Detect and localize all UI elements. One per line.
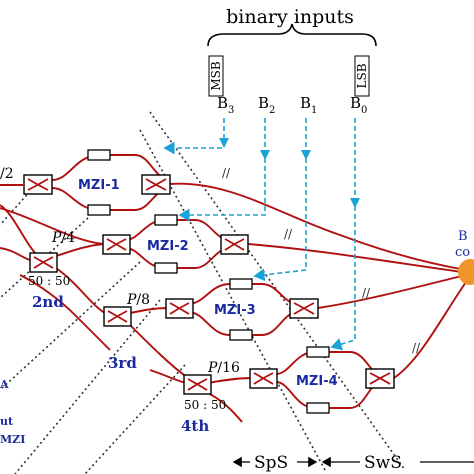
separator-3 <box>0 261 141 391</box>
combiner-label-mid: co <box>455 245 470 260</box>
left-edge-ut: ut <box>0 415 14 428</box>
coupler-mzi1-in <box>23 174 53 195</box>
msb-label: MSB <box>209 61 223 91</box>
coupler-mzi2-out <box>220 234 249 255</box>
break-mark-1: // <box>222 166 231 180</box>
phase-shifter-1-top <box>87 149 111 161</box>
control-line-b1 <box>253 118 307 282</box>
arrowhead-b3 <box>219 138 229 148</box>
fiber-mzi2-arm-bottom <box>124 247 231 269</box>
bit-b0: B0 <box>350 94 367 116</box>
mzi-4-label: MZI-4 <box>296 374 338 389</box>
fiber-feed-4 <box>207 377 253 384</box>
msb-box <box>208 55 224 97</box>
binary-inputs-label: binary inputs <box>226 6 354 28</box>
fiber-cascade-2-3 <box>55 267 109 316</box>
bit-b2: B2 <box>258 94 275 116</box>
control-line-b0 <box>330 118 356 351</box>
arrowhead-b0 <box>350 198 360 208</box>
coupler-ratio-stage4: 50 : 50 <box>184 398 226 412</box>
fiber-coupler2-out-top <box>55 243 104 257</box>
bit-b3: B3 <box>217 94 234 116</box>
coupler-mzi4-out <box>365 368 395 389</box>
fiber-coupler4-in <box>149 369 187 384</box>
separator-4 <box>14 299 161 474</box>
coupler-mzi3-out <box>289 298 319 319</box>
break-mark-3: // <box>362 286 371 300</box>
coupler-mzi3-in <box>165 298 194 319</box>
coupler-stage4 <box>183 374 212 395</box>
control-arrowheads <box>219 138 360 208</box>
separator-5 <box>84 364 186 474</box>
left-edge-mzi: MZI <box>0 433 25 446</box>
mzi-2-label: MZI-2 <box>147 239 189 254</box>
phase-shifter-4-bottom <box>306 402 330 414</box>
mzi-1-label: MZI-1 <box>78 178 120 193</box>
split-p2: /2 <box>0 166 14 182</box>
arrowhead-b2 <box>260 150 270 160</box>
split-p4: P/4 <box>51 230 75 246</box>
phase-shifter-2-top <box>154 214 178 226</box>
lsb-label: LSB <box>355 63 369 88</box>
split-p8: P/8 <box>126 292 150 308</box>
lsb-box <box>354 55 370 97</box>
combiner-node <box>458 259 474 285</box>
bit-b1: B1 <box>300 94 317 116</box>
phase-shifter-4-top <box>306 346 330 358</box>
sps-label: SpS <box>254 453 288 473</box>
break-mark-2: // <box>284 227 293 241</box>
fiber-cascade-3-4 <box>129 324 189 379</box>
combiner-label-top: B <box>458 229 468 244</box>
split-p16: P/16 <box>207 360 240 376</box>
phase-shifter-3-bottom <box>229 329 253 341</box>
fiber-mzi1-out <box>169 182 467 271</box>
stage-3rd: 3rd <box>108 354 137 372</box>
fiber-mzi4-out <box>393 281 467 379</box>
mzi-3-label: MZI-3 <box>214 303 256 318</box>
coupler-ratio-stage2: 50 : 50 <box>28 274 70 288</box>
fiber-stage2-tail <box>19 274 111 351</box>
stage-2nd: 2nd <box>32 293 64 311</box>
coupler-stage2 <box>29 252 58 273</box>
fiber-feed-3 <box>129 307 169 314</box>
fiber-mzi3-out <box>317 275 463 309</box>
phase-shifter-1-bottom <box>87 204 111 216</box>
couplers <box>23 174 395 395</box>
break-mark-4: // <box>412 341 421 355</box>
coupler-mzi1-out <box>141 174 171 195</box>
fiber-coupler2-in <box>0 247 31 261</box>
arrowhead-b1 <box>301 150 311 160</box>
left-edge-a: A <box>0 378 9 391</box>
coupler-mzi2-in <box>102 234 131 255</box>
phase-shifter-2-bottom <box>154 262 178 274</box>
phase-shifters <box>87 149 330 414</box>
stage-4th: 4th <box>181 417 209 435</box>
sws-label: SwS <box>364 453 402 473</box>
binary-inputs-brace <box>207 23 377 47</box>
control-line-b3 <box>163 118 225 155</box>
coupler-mzi4-in <box>249 368 278 389</box>
separator-7 <box>149 111 406 471</box>
fiber-feed-2 <box>0 207 104 245</box>
phase-shifter-3-top <box>229 278 253 290</box>
coupler-stage3 <box>103 306 132 327</box>
